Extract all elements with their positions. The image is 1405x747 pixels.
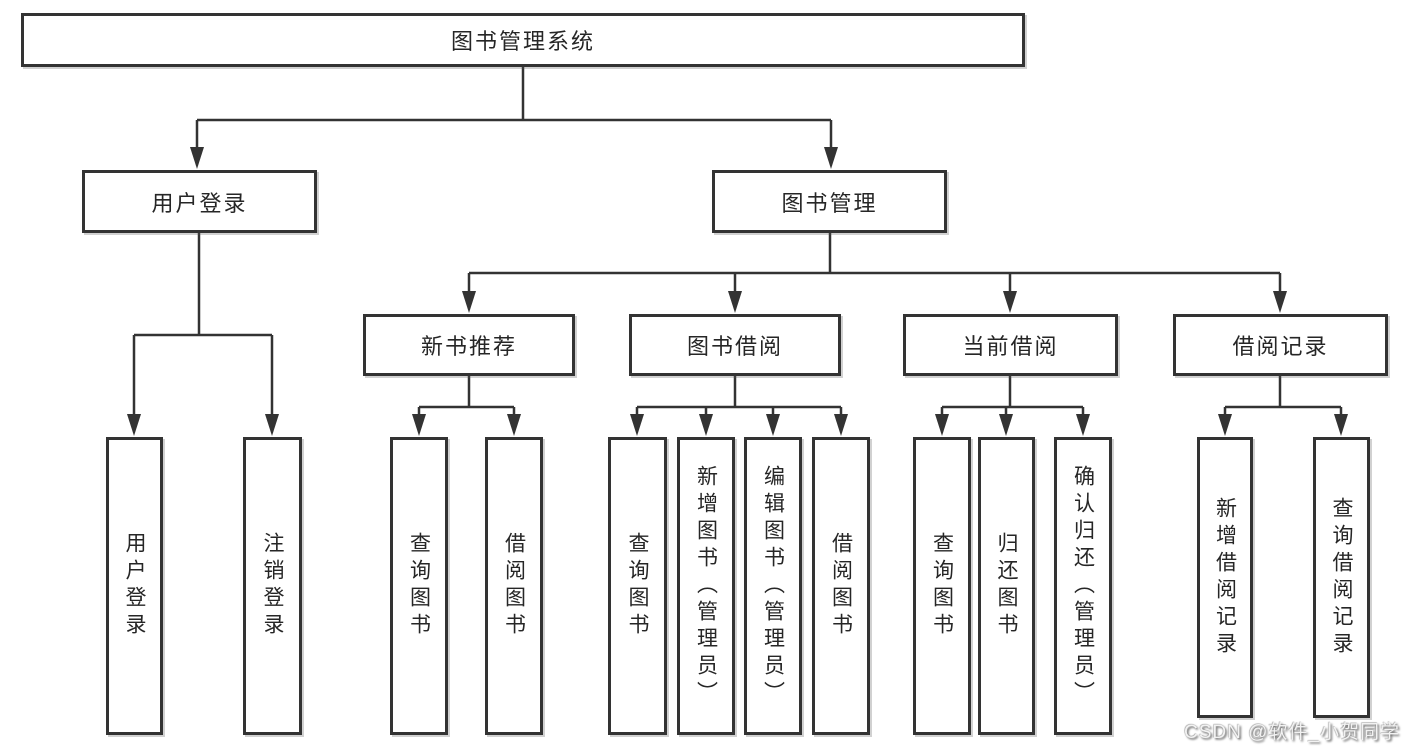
leaf-add-borrow-record: 新增借阅记录 xyxy=(1197,437,1253,718)
arrow-down-icon xyxy=(265,414,279,436)
arrow-down-icon xyxy=(1218,414,1232,436)
node-book-borrowing: 图书借阅 xyxy=(629,314,841,376)
leaf-query-books-current-label: 查询图书 xyxy=(930,532,954,640)
leaf-return-book: 归还图书 xyxy=(978,437,1035,735)
leaf-logout: 注销登录 xyxy=(243,437,302,735)
leaf-borrow-books-recommend: 借阅图书 xyxy=(485,437,543,735)
node-book-management: 图书管理 xyxy=(712,170,947,233)
leaf-query-borrow-record-label: 查询借阅记录 xyxy=(1330,496,1353,659)
arrow-down-icon xyxy=(190,147,204,169)
arrow-down-icon xyxy=(834,414,848,436)
arrow-down-icon xyxy=(1273,291,1287,313)
node-book-management-label: 图书管理 xyxy=(781,190,878,216)
arrow-down-icon xyxy=(824,147,838,169)
leaf-query-books-borrowing-label: 查询图书 xyxy=(626,532,649,640)
node-root: 图书管理系统 xyxy=(21,13,1025,67)
node-new-book-recommend-label: 新书推荐 xyxy=(420,334,517,359)
arrow-down-icon xyxy=(630,414,644,436)
arrow-down-icon xyxy=(462,291,476,313)
arrow-down-icon xyxy=(1003,291,1017,313)
leaf-return-book-label: 归还图书 xyxy=(995,532,1018,640)
arrow-down-icon xyxy=(766,414,780,436)
arrow-down-icon xyxy=(1334,414,1348,436)
leaf-borrow-books-recommend-label: 借阅图书 xyxy=(502,532,526,640)
leaf-confirm-return-admin: 确认归还（管理员） xyxy=(1054,437,1112,735)
leaf-logout-label: 注销登录 xyxy=(261,532,284,640)
arrow-down-icon xyxy=(1076,414,1090,436)
leaf-confirm-return-admin-label: 确认归还（管理员） xyxy=(1071,464,1095,708)
node-new-book-recommend: 新书推荐 xyxy=(363,314,575,376)
arrow-down-icon xyxy=(935,414,949,436)
leaf-edit-book-admin-label: 编辑图书（管理员） xyxy=(761,464,785,708)
leaf-user-login-label: 用户登录 xyxy=(123,532,146,640)
arrow-down-icon xyxy=(507,414,521,436)
arrow-down-icon xyxy=(728,291,742,313)
leaf-add-book-admin: 新增图书（管理员） xyxy=(677,437,735,735)
node-user-login: 用户登录 xyxy=(82,170,317,233)
leaf-add-borrow-record-label: 新增借阅记录 xyxy=(1213,496,1237,659)
leaf-user-login: 用户登录 xyxy=(106,437,163,735)
node-book-borrowing-label: 图书借阅 xyxy=(686,334,783,359)
arrow-down-icon xyxy=(412,414,426,436)
leaf-query-books-recommend-label: 查询图书 xyxy=(407,532,431,640)
arrow-down-icon xyxy=(699,414,713,436)
node-borrowing-records: 借阅记录 xyxy=(1173,314,1388,376)
leaf-edit-book-admin: 编辑图书（管理员） xyxy=(744,437,802,735)
node-user-login-label: 用户登录 xyxy=(151,190,248,216)
leaf-add-book-admin-label: 新增图书（管理员） xyxy=(694,464,718,708)
leaf-query-borrow-record: 查询借阅记录 xyxy=(1313,437,1370,718)
leaf-borrow-books-borrowing-label: 借阅图书 xyxy=(829,532,853,640)
arrow-down-icon xyxy=(127,414,141,436)
node-borrowing-records-label: 借阅记录 xyxy=(1232,334,1329,359)
leaf-query-books-current: 查询图书 xyxy=(913,437,971,735)
node-current-borrowing-label: 当前借阅 xyxy=(962,334,1059,359)
arrow-down-icon xyxy=(999,414,1013,436)
leaf-query-books-borrowing: 查询图书 xyxy=(608,437,667,735)
node-root-label: 图书管理系统 xyxy=(450,29,595,54)
leaf-borrow-books-borrowing: 借阅图书 xyxy=(812,437,870,735)
leaf-query-books-recommend: 查询图书 xyxy=(390,437,448,735)
node-current-borrowing: 当前借阅 xyxy=(903,314,1118,376)
csdn-watermark: CSDN @软件_小贺同学 xyxy=(1184,722,1400,743)
